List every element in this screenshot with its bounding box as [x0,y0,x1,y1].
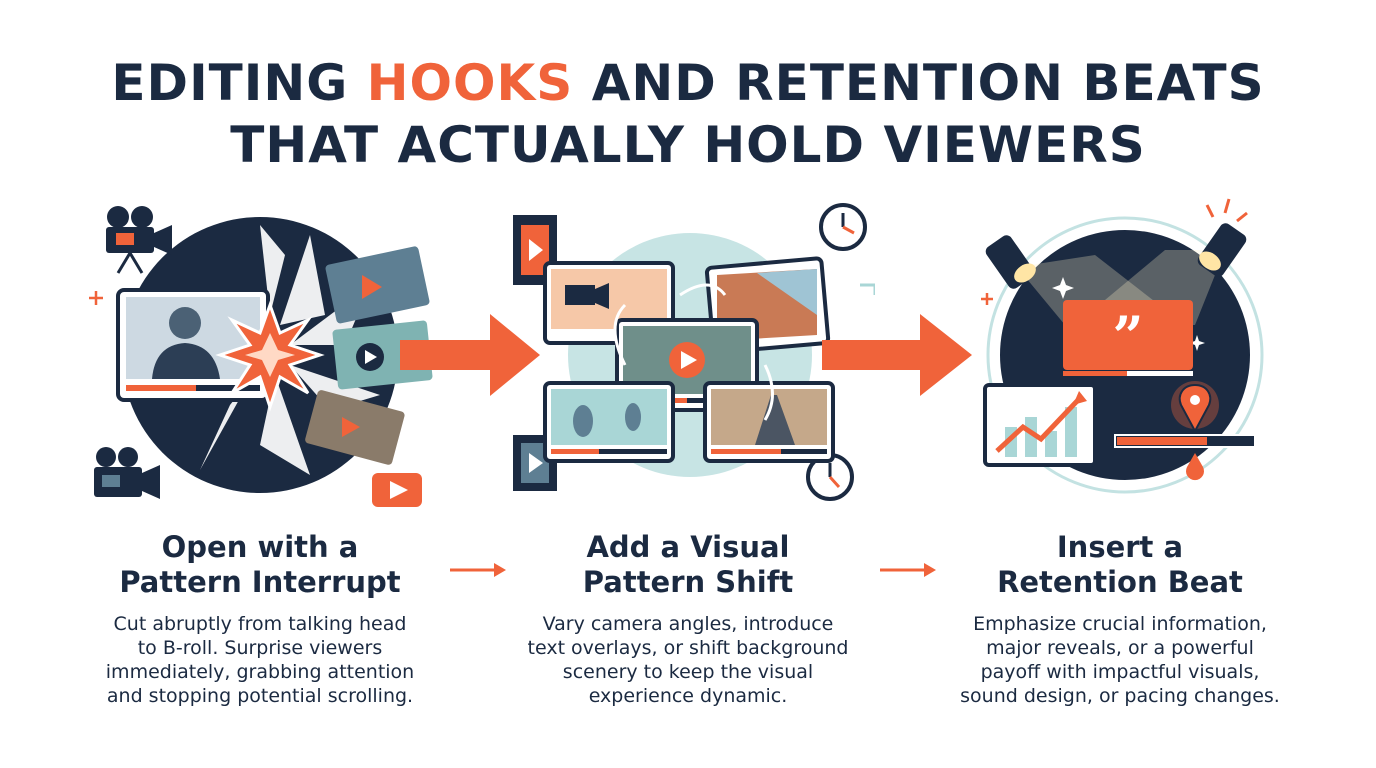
video-progress [126,385,196,391]
small-arrow-2 [880,563,936,577]
step-2-title: Add a Visual Pattern Shift [582,530,794,599]
sparkle-icon [981,293,993,305]
title-line-2: THAT ACTUALLY HOLD VIEWERS [230,116,1146,174]
flow-arrow-2 [822,314,972,396]
pattern-interrupt-illustration [89,206,433,507]
talking-head-monitor [116,288,270,402]
video-frame-landscape [543,381,675,463]
retention-beat-illustration: ” [981,198,1275,494]
small-arrow-1 [450,563,506,577]
step-3-description: Emphasize crucial information, major rev… [960,613,1280,707]
title-highlight: HOOKS [366,54,574,112]
quote-mark-icon: ” [1112,304,1143,368]
play-icon [362,275,382,299]
step-1-description: Cut abruptly from talking head to B-roll… [105,613,415,707]
movie-camera-icon [106,206,172,274]
visual-pattern-shift-illustration [513,203,875,501]
video-play-badge-icon [372,473,422,507]
quote-screen: ” [1063,300,1193,376]
page-title: EDITING HOOKS AND RETENTION BEATS THAT A… [0,52,1376,176]
growth-chart-icon [983,383,1097,467]
spotlight-icon [1197,223,1247,277]
step-1-title: Open with a Pattern Interrupt [119,530,401,599]
film-strip-icon [513,435,557,491]
title-line-1: EDITING HOOKS AND RETENTION BEATS [111,54,1265,112]
flow-arrow-1 [400,314,540,396]
person-head [169,307,201,339]
play-icon [342,417,360,437]
spark-lines [1205,198,1248,223]
clock-icon [819,203,867,251]
flying-video-frames [305,246,433,465]
video-frame-road [703,381,835,463]
movie-camera-icon [94,447,160,499]
star-sparkles [1052,277,1205,351]
step-2-description: Vary camera angles, introduce text overl… [527,613,849,707]
play-icon [365,350,377,364]
step-3-title: Insert a Retention Beat [997,530,1243,599]
person-body [152,343,220,379]
spotlight-icon [985,235,1036,289]
sparkle-icon [89,291,103,305]
timeline-marker [1114,381,1275,481]
